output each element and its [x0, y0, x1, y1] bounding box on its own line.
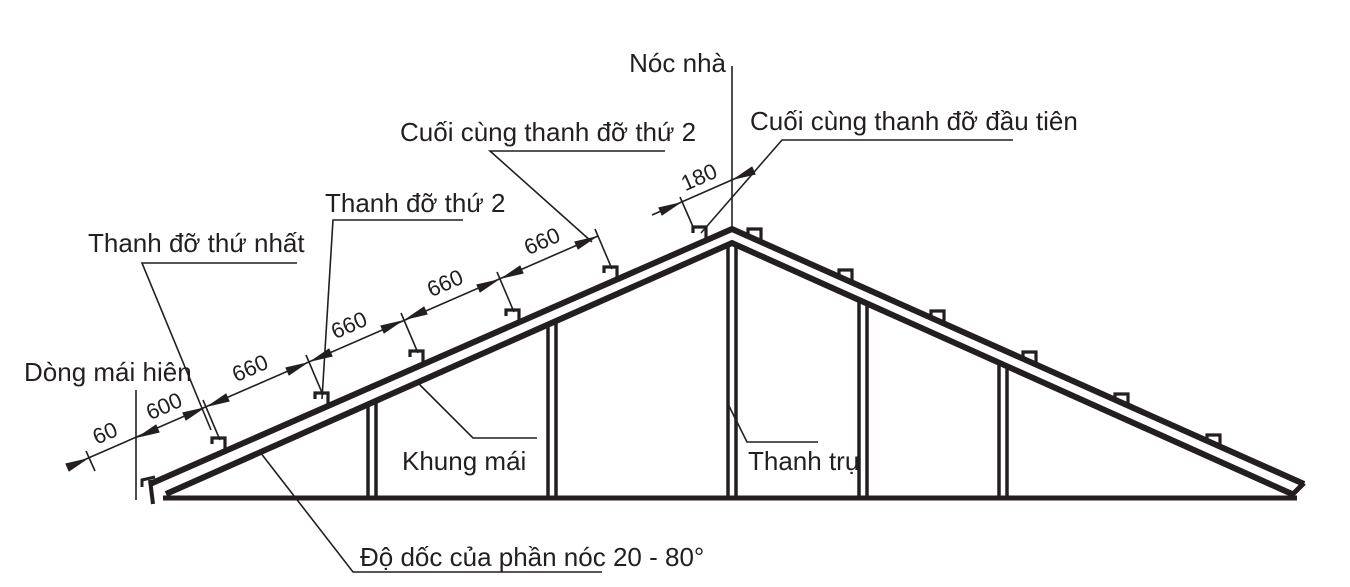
- dim-arrow: [307, 348, 333, 367]
- dim-arrow: [65, 453, 91, 472]
- label-ridge: Nóc nhà: [629, 48, 726, 78]
- leader-slope-note: [259, 451, 602, 573]
- leader-roof-frame: [416, 381, 537, 439]
- dim-arrow: [658, 197, 684, 216]
- extension-tick: [85, 450, 96, 472]
- dim-arrow: [134, 424, 160, 443]
- dim-arrow: [498, 265, 524, 284]
- post-3: [857, 302, 869, 496]
- roof-inner-line: [164, 239, 1294, 497]
- eave-gutter-drop: [148, 479, 155, 505]
- label-support-2: Thanh đỡ thứ 2: [325, 188, 505, 218]
- label-last-support-2: Cuối cùng thanh đỡ thứ 2: [400, 117, 696, 147]
- extension-tick: [202, 399, 221, 441]
- label-last-support-1: Cuối cùng thanh đỡ đầu tiên: [750, 106, 1078, 136]
- dim-arrow: [285, 357, 311, 376]
- dim-arrow: [574, 231, 600, 250]
- dim-value-60: 60: [89, 417, 121, 450]
- dim-arrow: [380, 315, 406, 334]
- labels: Nóc nhà Cuối cùng thanh đỡ thứ 2 Cuối cù…: [24, 48, 1078, 573]
- extension-tick: [594, 228, 613, 270]
- post-2: [546, 323, 558, 496]
- post-center: [726, 245, 738, 496]
- label-eave-line: Dòng mái hiên: [24, 357, 192, 387]
- label-support-1: Thanh đỡ thứ nhất: [88, 228, 305, 258]
- extension-tick: [679, 196, 695, 230]
- extension-tick: [305, 354, 324, 396]
- leader-support-1: [140, 262, 297, 431]
- leader-support-2: [321, 219, 463, 400]
- label-post: Thanh trụ: [748, 446, 859, 476]
- post-1: [366, 403, 378, 496]
- label-roof-frame: Khung mái: [402, 446, 526, 476]
- batten-clips-left: [210, 225, 708, 453]
- dim-arrow: [204, 393, 230, 412]
- leader-last-support-2: [487, 150, 665, 243]
- extension-tick: [496, 271, 515, 313]
- dim-arrow: [476, 274, 502, 293]
- leader-last-support-1: [700, 139, 1013, 234]
- dim-arrow: [402, 306, 428, 325]
- dim-value-180: 180: [677, 158, 721, 196]
- dim-value-600: 600: [142, 387, 186, 425]
- roof-right-end-cap: [1289, 481, 1306, 498]
- roof-structure: [140, 66, 1306, 505]
- leader-post: [727, 403, 818, 443]
- eave-gutter-hook: [140, 475, 156, 487]
- post-4: [997, 364, 1009, 496]
- label-slope-note: Độ dốc của phần nóc 20 - 80°: [360, 542, 704, 572]
- extension-tick: [400, 312, 419, 354]
